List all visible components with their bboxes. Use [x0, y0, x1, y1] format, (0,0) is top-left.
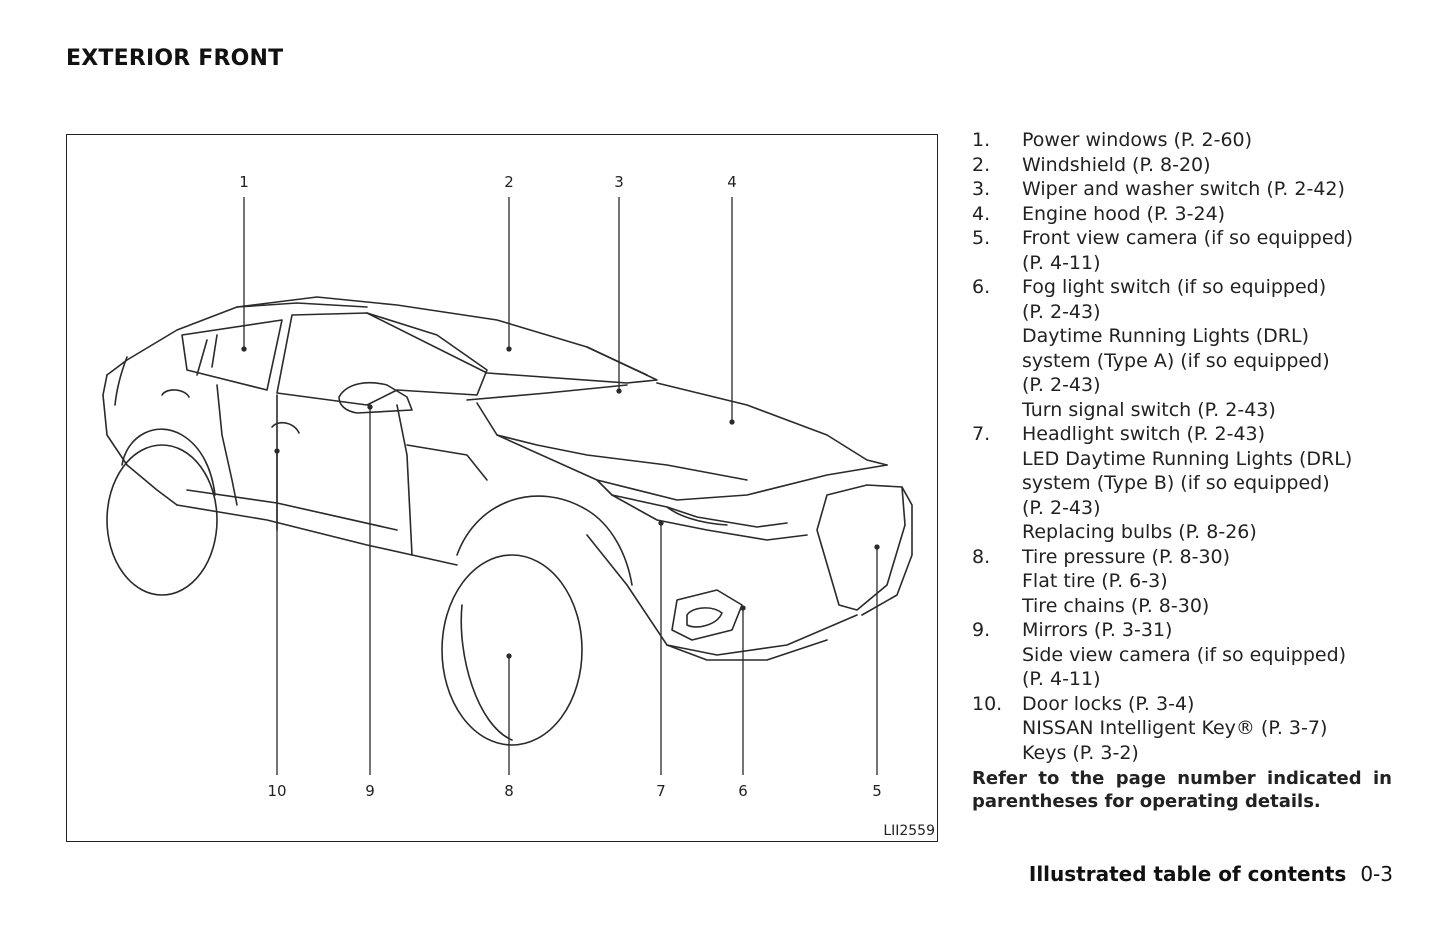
legend-item-text: Side view camera (if so equipped): [1022, 643, 1347, 666]
figure-code: LII2559: [883, 823, 935, 839]
legend-item-text: Tire pressure (P. 8-30): [1022, 545, 1231, 568]
callout-8: 8: [504, 782, 514, 800]
legend-item-number: 1.: [972, 129, 991, 151]
legend-item-number: 2.: [972, 153, 991, 176]
legend-item: 3. Wiper and washer switch (P. 2-42): [972, 177, 1397, 202]
callout-4: 4: [727, 173, 737, 191]
callout-9: 9: [365, 782, 375, 800]
legend-item-text: (P. 2-43): [1022, 496, 1101, 519]
legend-item-number: 6.: [972, 276, 991, 298]
legend-item-text: Front view camera (if so equipped): [1022, 227, 1354, 249]
legend-item-text: Replacing bulbs (P. 8-26): [1022, 521, 1257, 543]
legend-item-text: Mirrors (P. 3-31): [1022, 619, 1173, 641]
legend-item-text: Wiper and washer switch (P. 2-42): [1022, 178, 1345, 200]
legend-item: 10. Door locks (P. 3-4)NISSAN Intelligent…: [972, 692, 1397, 766]
legend-item: 7. Headlight switch (P. 2-43)LED Daytime …: [972, 422, 1397, 545]
legend-item-text: Tire chains (P. 8-30): [1022, 594, 1210, 617]
legend-item: 1. Power windows (P. 2-60): [972, 128, 1397, 153]
legend-item-text: Engine hood (P. 3-24): [1022, 202, 1226, 225]
legend-list: 1. Power windows (P. 2-60) 2. Windshield (P…: [972, 128, 1397, 813]
legend-item-number: 3.: [972, 178, 991, 200]
section-name: Illustrated table of contents: [1028, 862, 1347, 886]
legend-item-text: (P. 4-11): [1022, 251, 1101, 274]
legend-item-text: Daytime Running Lights (DRL): [1022, 325, 1309, 347]
legend-item-text: Keys (P. 3-2): [1022, 741, 1139, 764]
legend-item: 6.Fog light switch (if so equipped)(P. 2…: [972, 275, 1397, 422]
callout-2: 2: [504, 173, 514, 191]
legend-item: 8. Tire pressure (P. 8-30)Flat tire (P. 6…: [972, 545, 1397, 619]
page-footer: Illustrated table of contents 0-3: [1029, 862, 1393, 886]
car-line-drawing: [102, 197, 913, 775]
car-exterior-front-figure: 1 2 3 4 5 6 7 8 9 10 LII2559: [66, 134, 938, 842]
callout-7: 7: [656, 782, 666, 800]
legend-item-text: (P. 2-43): [1022, 374, 1101, 396]
page-title: EXTERIOR FRONT: [66, 46, 284, 71]
callout-1: 1: [239, 173, 249, 191]
legend-item: 5. Front view camera (if so equipped)(P. …: [972, 226, 1397, 275]
legend-item-text: system (Type A) (if so equipped): [1022, 349, 1330, 372]
legend-item-text: Flat tire (P. 6-3): [1022, 570, 1168, 592]
reference-note: Refer to the page number indicated in pa…: [972, 768, 1392, 812]
legend-item-text: Windshield (P. 8-20): [1022, 153, 1211, 176]
legend-item-text: NISSAN Intelligent Key® (P. 3-7): [1022, 717, 1328, 739]
legend-item-number: 5.: [972, 227, 991, 249]
legend-item-text: Headlight switch (P. 2-43): [1022, 423, 1266, 445]
legend-item-text: Power windows (P. 2-60): [1022, 129, 1253, 151]
callout-5: 5: [872, 782, 882, 800]
legend-item-text: Fog light switch (if so equipped): [1022, 276, 1327, 298]
legend-item-text: system (Type B) (if so equipped): [1022, 472, 1330, 494]
legend-item-text: LED Daytime Running Lights (DRL): [1022, 447, 1353, 470]
legend-item-text: Door locks (P. 3-4): [1022, 692, 1195, 715]
legend-item: 4. Engine hood (P. 3-24): [972, 202, 1397, 227]
legend-item: 9. Mirrors (P. 3-31)Side view camera (if …: [972, 618, 1397, 692]
legend-item: 2. Windshield (P. 8-20): [972, 153, 1397, 178]
legend-item-text: (P. 4-11): [1022, 668, 1101, 690]
legend-item-number: 10.: [972, 692, 1003, 715]
page-number: 0-3: [1360, 862, 1393, 886]
legend-item-number: 4.: [972, 202, 991, 225]
legend-item-number: 9.: [972, 619, 991, 641]
callout-6: 6: [738, 782, 748, 800]
callout-3: 3: [614, 173, 624, 191]
legend-item-text: (P. 2-43): [1022, 300, 1101, 323]
legend-item-number: 7.: [972, 423, 991, 445]
legend-item-number: 8.: [972, 545, 991, 568]
callout-10: 10: [267, 782, 287, 800]
legend-item-text: Turn signal switch (P. 2-43): [1022, 398, 1276, 421]
